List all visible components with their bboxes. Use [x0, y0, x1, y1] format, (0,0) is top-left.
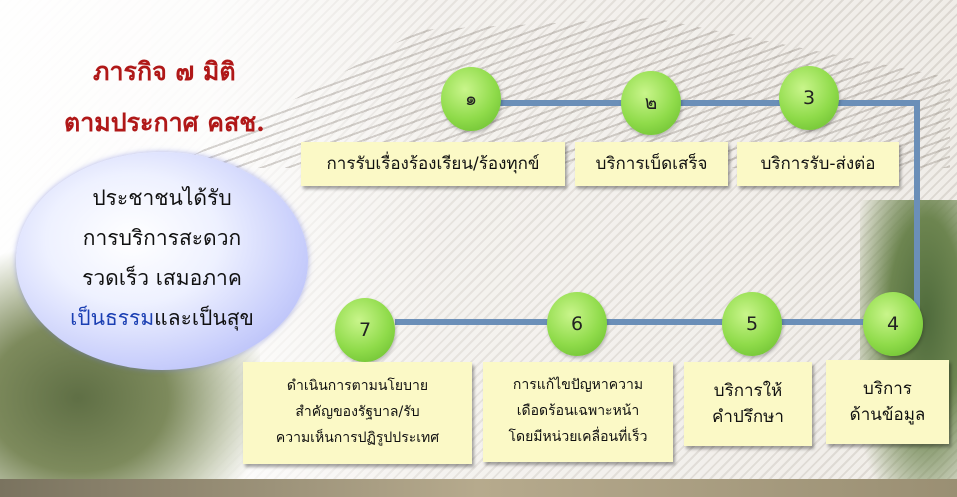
step-2-box: บริการเบ็ดเสร็จ [575, 142, 728, 186]
goal-line-4-highlight: เป็นธรรม [70, 306, 155, 330]
step-6-text-3: โดยมีหน่วยเคลื่อนที่เร็ว [508, 428, 648, 445]
goal-oval: ประชาชนได้รับ การบริการสะดวก รวดเร็ว เสม… [16, 152, 308, 370]
goal-line-3: รวดเร็ว เสมอภาค [82, 266, 242, 290]
goal-line-4: เป็นธรรมและเป็นสุข [16, 302, 308, 335]
step-3-number: 3 [802, 87, 816, 109]
title-line-2: ตามประกาศ คสช. [64, 108, 265, 137]
step-7-text-2: สำคัญของรัฐบาล/รับ [295, 404, 420, 421]
step-2-number: ๒ [644, 92, 658, 114]
step-2-text: บริการเบ็ดเสร็จ [595, 153, 708, 174]
step-4-text-2: ด้านข้อมูล [849, 405, 926, 425]
step-2-circle: ๒ [621, 71, 681, 135]
step-5-text-1: บริการให้ [713, 380, 783, 401]
step-7-number: 7 [358, 319, 372, 341]
step-3-circle: 3 [779, 66, 839, 130]
step-5-number: 5 [745, 313, 759, 335]
background-ground [0, 479, 957, 497]
step-5-circle: 5 [722, 292, 782, 356]
step-4-text-1: บริการ [863, 378, 912, 399]
step-6-box: การแก้ไขปัญหาความ เดือดร้อนเฉพาะหน้า โดย… [483, 362, 673, 462]
step-1-number: ๑ [464, 88, 478, 110]
step-7-text-3: ความเห็นการปฏิรูปประเทศ [275, 429, 440, 446]
step-1-circle: ๑ [441, 67, 501, 131]
step-4-number: 4 [886, 313, 900, 335]
step-4-circle: 4 [863, 292, 923, 356]
step-5-box: บริการให้ คำปรึกษา [684, 362, 812, 446]
step-7-text-1: ดำเนินการตามนโยบาย [286, 378, 429, 395]
step-6-text-2: เดือดร้อนเฉพาะหน้า [516, 403, 640, 420]
title-line-1: ภารกิจ ๗ มิติ [93, 57, 236, 86]
step-6-text-1: การแก้ไขปัญหาความ [512, 377, 644, 394]
step-3-box: บริการรับ-ส่งต่อ [737, 142, 899, 186]
step-7-circle: 7 [335, 298, 395, 362]
step-1-box: การรับเรื่องร้องเรียน/ร้องทุกข์ [301, 142, 565, 186]
goal-line-4-rest: และเป็นสุข [154, 306, 254, 330]
step-6-number: 6 [570, 313, 584, 335]
goal-line-2: การบริการสะดวก [82, 226, 242, 250]
connector-top [395, 100, 920, 325]
step-7-box: ดำเนินการตามนโยบาย สำคัญของรัฐบาล/รับ คว… [243, 362, 472, 464]
step-3-text: บริการรับ-ส่งต่อ [760, 153, 876, 174]
step-1-text: การรับเรื่องร้องเรียน/ร้องทุกข์ [326, 153, 540, 174]
goal-line-1: ประชาชนได้รับ [92, 186, 232, 210]
step-5-text-2: คำปรึกษา [712, 407, 784, 427]
step-4-box: บริการ ด้านข้อมูล [826, 360, 949, 444]
step-6-circle: 6 [547, 292, 607, 356]
